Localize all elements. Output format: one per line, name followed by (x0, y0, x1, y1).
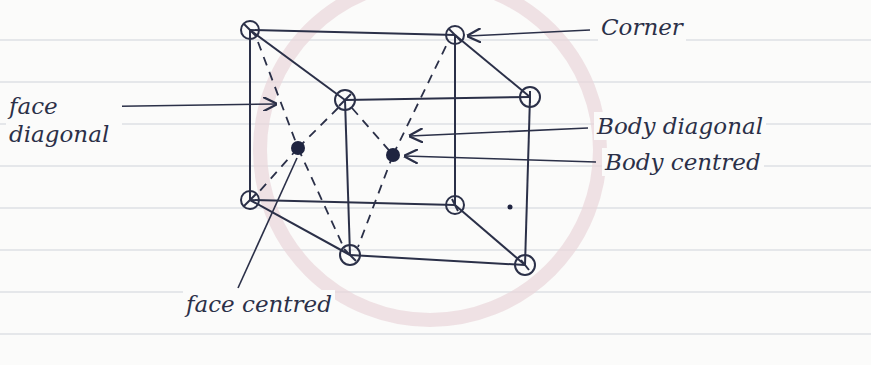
callout-label: Corner (598, 13, 686, 41)
callout-label: face diagonal (6, 92, 122, 148)
callout-label: Body diagonal (594, 112, 766, 140)
ruled-lines (0, 40, 871, 334)
cube-edges (250, 30, 530, 265)
diagonal-dashes (258, 42, 448, 247)
callout-label: face centred (183, 290, 335, 318)
watermark (260, 0, 600, 320)
leader-lines (70, 30, 596, 288)
callout-label: Body centred (602, 148, 764, 176)
centre-atoms (291, 141, 513, 210)
corner-atoms (241, 21, 540, 275)
